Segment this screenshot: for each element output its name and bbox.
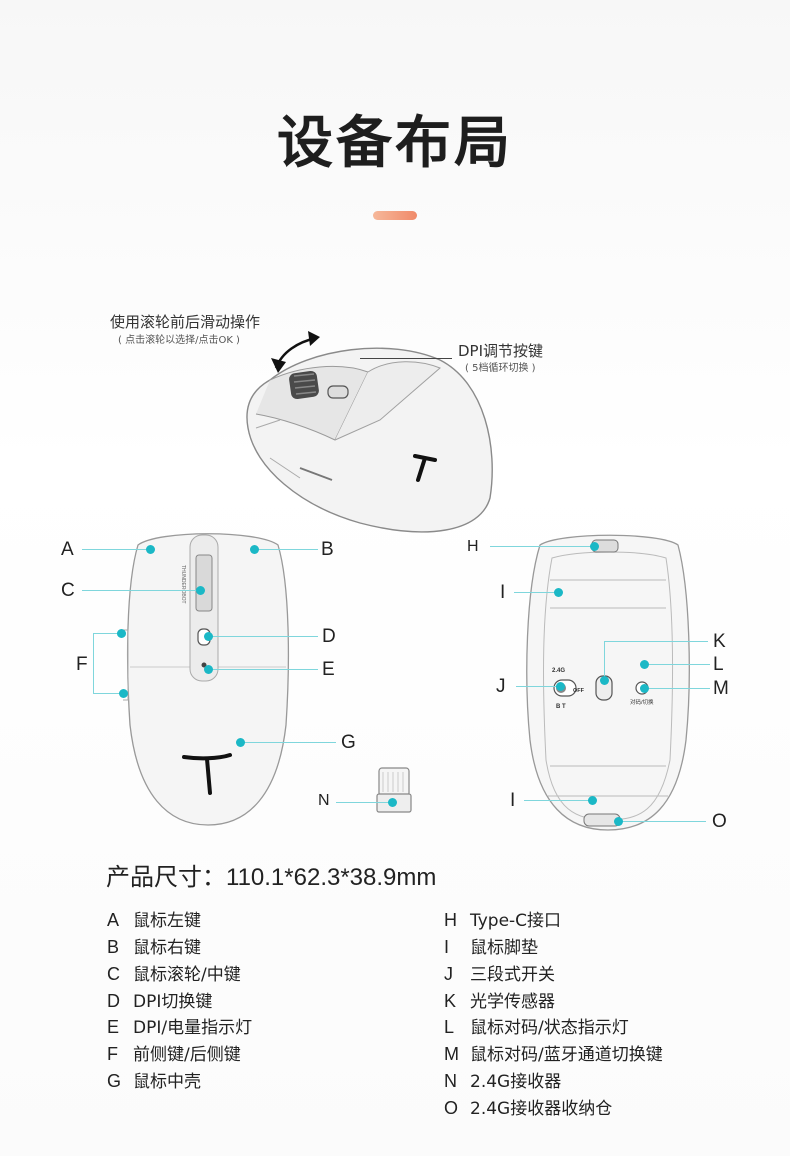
label-g: G [341, 732, 356, 753]
switch-off-marking: OFF [573, 688, 585, 694]
callout-dot-f-front [117, 629, 126, 638]
page-title: 设备布局 [277, 111, 513, 176]
callout-line-l [644, 664, 710, 665]
scroll-arrows-icon [271, 331, 320, 373]
callout-line-n [336, 802, 392, 803]
label-f: F [76, 654, 88, 675]
callout-line-k [604, 641, 708, 642]
scroll-callout-sub: ( 点击滚轮以选择/点击OK ) [118, 335, 240, 346]
dimensions-value: 110.1*62.3*38.9mm [226, 864, 437, 891]
mouse-top-view-illustration: THUNDEROBOT [123, 533, 290, 826]
pair-switch-marking: 对码/切换 [630, 698, 654, 706]
dpi-callout: DPI调节按键 [458, 342, 544, 360]
usb-receiver-illustration [376, 767, 412, 813]
label-d: D [322, 626, 336, 647]
callout-line-o [618, 821, 706, 822]
callout-dot-e [204, 665, 213, 674]
callout-line-b [254, 549, 318, 550]
callout-line-k-vertical [604, 641, 605, 681]
callout-dot-g [236, 738, 245, 747]
callout-line-g [240, 742, 336, 743]
callout-dot-c [196, 586, 205, 595]
callout-line-a [82, 549, 150, 550]
callout-dot-o [614, 817, 623, 826]
label-c: C [61, 580, 75, 601]
label-a: A [61, 539, 74, 560]
callout-line-e [208, 669, 318, 670]
callout-line-d [208, 636, 318, 637]
label-o: O [712, 811, 727, 832]
callout-dot-d [204, 632, 213, 641]
callout-line-f-bottom [93, 693, 123, 694]
product-dimensions: 产品尺寸：110.1*62.3*38.9mm [106, 857, 436, 892]
label-h: H [467, 538, 479, 555]
callout-dot-i-bottom [588, 796, 597, 805]
callout-line-f-top [93, 633, 121, 634]
title-accent-bar [373, 211, 417, 220]
label-l: L [713, 654, 724, 675]
callout-dot-k [600, 676, 609, 685]
label-e: E [322, 659, 335, 680]
callout-dot-b [250, 545, 259, 554]
callout-line-c [82, 590, 200, 591]
callout-dot-n [388, 798, 397, 807]
scroll-callout: 使用滚轮前后滑动操作 [110, 313, 261, 331]
callout-line-j [516, 686, 560, 687]
label-b: B [321, 539, 334, 560]
callout-dot-j [556, 682, 565, 691]
mouse-brand-text: THUNDEROBOT [180, 565, 186, 604]
dpi-callout-sub: ( 5档循环切换 ) [465, 363, 536, 374]
label-j: J [496, 676, 506, 697]
callout-dot-f-back [119, 689, 128, 698]
mouse-perspective-illustration [246, 347, 493, 533]
callout-line-i-bottom [524, 800, 592, 801]
dimensions-label: 产品尺寸： [106, 863, 226, 891]
switch-24g-marking: 2.4G [552, 668, 565, 674]
switch-bt-marking: B T [556, 704, 566, 710]
callout-dot-l [640, 660, 649, 669]
callout-line-h [490, 546, 594, 547]
callout-dot-a [146, 545, 155, 554]
callout-dot-m [640, 684, 649, 693]
label-n: N [318, 792, 330, 809]
dpi-callout-line [360, 358, 452, 359]
callout-dot-i-top [554, 588, 563, 597]
callout-line-m [644, 688, 710, 689]
label-m: M [713, 678, 729, 699]
callout-line-i-top [514, 592, 558, 593]
callout-dot-h [590, 542, 599, 551]
label-i-top: I [500, 582, 506, 603]
label-k: K [713, 631, 726, 652]
label-i-bottom: I [510, 790, 516, 811]
callout-line-f-vertical [93, 633, 94, 693]
